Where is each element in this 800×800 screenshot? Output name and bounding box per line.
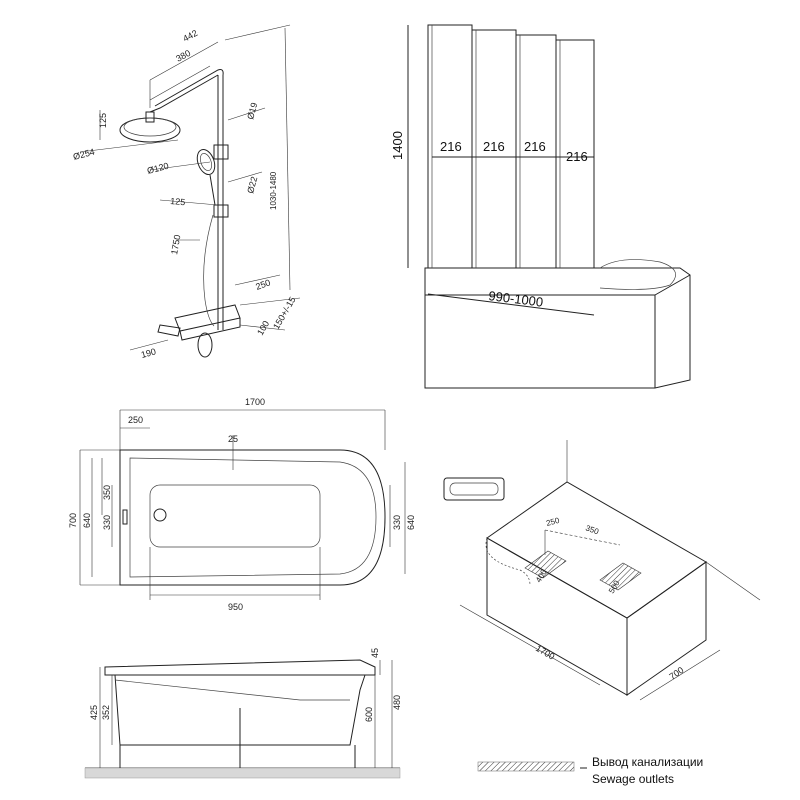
dim-330-left: 330: [102, 515, 112, 530]
dim-120-diameter: Ø120: [146, 161, 170, 176]
bath-bottom: [149, 484, 321, 548]
bath-thumbnail-icon: [443, 477, 505, 501]
dim-45-side: 45: [370, 648, 380, 658]
dim-25-plan: 25: [228, 434, 238, 444]
dim-125-top: 125: [98, 113, 108, 128]
screen-panel-4: [555, 39, 595, 269]
dim-700-box: 700: [667, 665, 685, 682]
dim-216-panel-2: 216: [483, 139, 505, 154]
dim-425-side: 425: [89, 705, 99, 720]
dim-442: 442: [181, 28, 199, 44]
spout: [157, 324, 181, 337]
bath-outline: [119, 449, 386, 586]
dim-380: 380: [174, 48, 192, 64]
screen-length-dimline: [427, 293, 595, 316]
bath-side-drawing: 45 425 352 600 480: [84, 648, 402, 779]
dim-600-side: 600: [364, 707, 374, 722]
bath-screen-drawing: 1400 216 216 216 216 990-1000: [390, 24, 691, 389]
dim-250-box: 250: [545, 516, 561, 528]
riser-clamp: [213, 144, 229, 160]
sewage-outlet-1: [524, 550, 567, 579]
dim-352-side: 352: [101, 705, 111, 720]
dim-1700-plan: 1700: [245, 397, 265, 407]
dim-19-diameter: Ø19: [245, 101, 259, 120]
mixer-handle: [197, 332, 213, 358]
drain-hole: [153, 508, 167, 522]
dim-250-plan: 250: [128, 415, 143, 425]
bath-plan-drawing: 1700 250 25 700 640 350 330 330 640 950: [68, 397, 416, 612]
dim-22-diameter: Ø22: [245, 175, 259, 194]
dim-1700-box: 1700: [534, 643, 556, 662]
shower-arm: [149, 74, 219, 113]
legend-label-en: Sewage outlets: [592, 772, 675, 786]
shower-system-drawing: 442 380 125 Ø254 Ø19 Ø120 Ø22 125 1750 1…: [72, 24, 301, 360]
dim-640-right: 640: [406, 515, 416, 530]
dim-350-box: 350: [584, 523, 600, 536]
dim-254-diameter: Ø254: [72, 147, 96, 162]
dim-700-plan: 700: [68, 513, 78, 528]
sewage-outlet-2: [599, 562, 642, 591]
dim-350-plan: 350: [102, 485, 112, 500]
dim-1750-hose: 1750: [169, 234, 182, 255]
dim-216-panel-4: 216: [566, 149, 588, 164]
dim-330-right: 330: [392, 515, 402, 530]
dim-640-left: 640: [82, 513, 92, 528]
dim-950-plan: 950: [228, 602, 243, 612]
bath-rim-side: [104, 659, 376, 676]
dim-480-side: 480: [392, 695, 402, 710]
screen-bath-body: [424, 267, 691, 389]
legend-label-ru: Вывод канализации: [592, 755, 704, 769]
installation-box-drawing: 250 350 400 500 1700 700: [443, 440, 761, 772]
dim-216-panel-1: 216: [440, 139, 462, 154]
legend-hatch-swatch: [477, 761, 575, 772]
dim-1400: 1400: [390, 131, 405, 160]
dim-190: 190: [140, 346, 157, 360]
dim-1030-1480: 1030-1480: [269, 171, 278, 210]
slider: [213, 204, 229, 218]
dim-990-1000: 990-1000: [488, 288, 544, 310]
dim-100: 100: [255, 319, 271, 337]
dim-250-mixer: 250: [254, 277, 272, 292]
shower-hose: [203, 214, 215, 327]
mixer-body: [174, 304, 241, 332]
box-top-face: [486, 481, 707, 619]
dim-216-panel-3: 216: [524, 139, 546, 154]
box-side-face: [626, 561, 707, 696]
dim-125-mid: 125: [170, 196, 186, 207]
dim-150-centers: 150+/-15: [271, 295, 298, 331]
